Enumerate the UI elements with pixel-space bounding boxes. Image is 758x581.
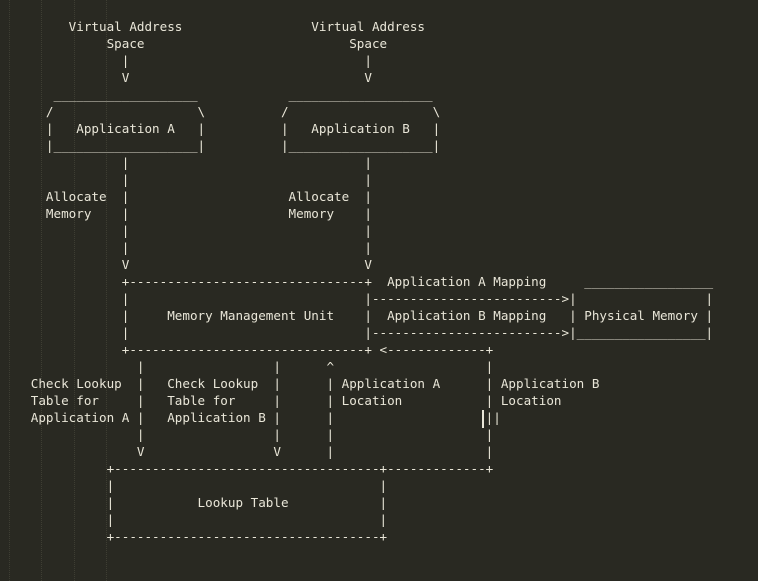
indent-guide — [9, 0, 10, 581]
text-cursor — [481, 410, 484, 428]
ascii-diagram: Virtual Address Virtual Address Space Sp… — [30, 19, 714, 544]
indent-guide — [41, 0, 42, 581]
indent-guide — [74, 0, 75, 581]
indent-guide — [106, 0, 107, 581]
